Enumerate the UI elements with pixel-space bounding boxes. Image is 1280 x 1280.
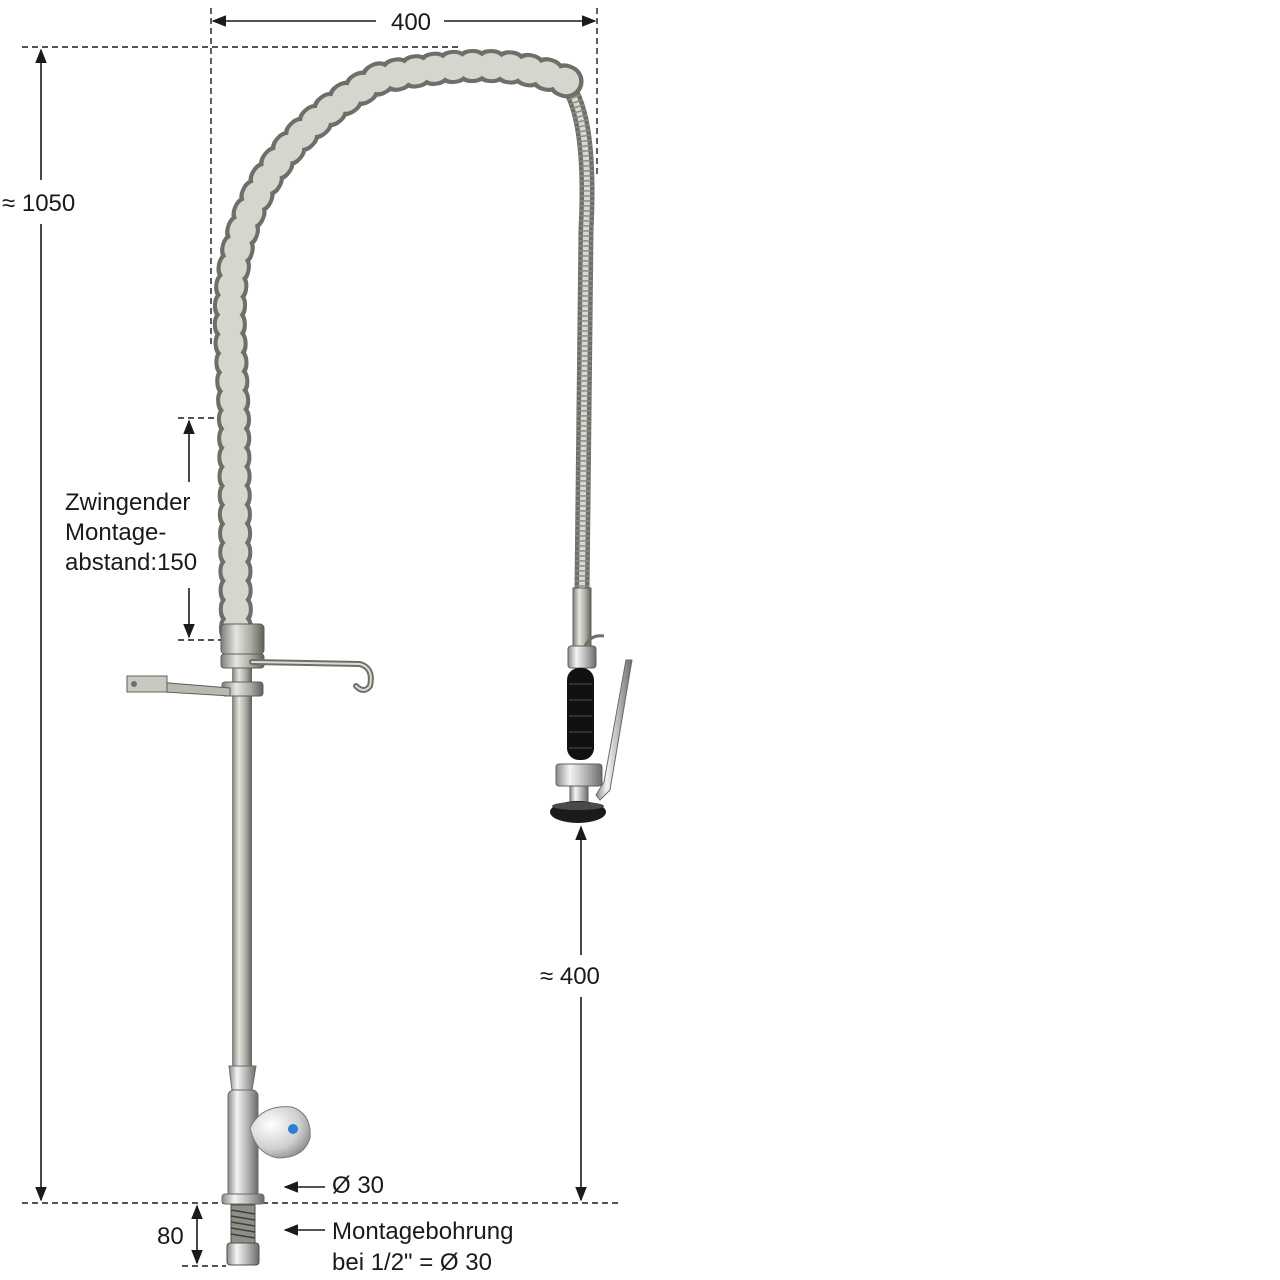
width-label: 400 xyxy=(391,9,431,36)
spray-trigger-lever xyxy=(595,659,633,801)
spray-handle-grip xyxy=(567,668,594,760)
spray-valve-body xyxy=(555,763,603,787)
valve-knob xyxy=(249,1106,311,1159)
valve-neck xyxy=(228,1065,257,1091)
thread-lines xyxy=(230,1209,256,1239)
height-label: ≈ 1050 xyxy=(2,190,75,217)
spray-height-label: ≈ 400 xyxy=(540,963,600,990)
mounting-hole-line-1: Montagebohrung xyxy=(332,1218,513,1245)
spring-coil-highlight xyxy=(216,52,581,643)
mounting-distance-line-2: Montage- xyxy=(65,519,166,546)
valve-body xyxy=(227,1089,259,1199)
mounting-distance-line-3: abstand:150 xyxy=(65,549,197,576)
wall-bracket-screw-icon xyxy=(131,681,137,687)
spring-collar xyxy=(220,623,265,655)
wall-bracket-plate xyxy=(126,675,168,693)
pre-rinse-faucet xyxy=(126,48,633,1266)
spray-holder-hook xyxy=(249,659,374,693)
main-pipe xyxy=(232,640,252,1090)
mounting-distance-line-1: Zwingender xyxy=(65,489,190,516)
spray-grip-ribs xyxy=(569,683,592,749)
spray-holder-hook-highlight xyxy=(251,661,372,691)
valve-base-flange xyxy=(221,1193,265,1205)
pipe-diameter-label: Ø 30 xyxy=(332,1172,384,1199)
spray-nozzle-rim xyxy=(552,802,604,810)
thread-length-label: 80 xyxy=(157,1223,184,1250)
spray-handle-collar xyxy=(567,645,597,669)
valve-knob-cold-dot-icon xyxy=(288,1124,298,1134)
mounting-hole-line-2: bei 1/2" = Ø 30 xyxy=(332,1249,492,1276)
dimension-lines xyxy=(22,8,620,1267)
locknut xyxy=(226,1242,260,1266)
spray-head-ferrule xyxy=(572,587,592,647)
dimension-labels: 400 ≈ 1050 ≈ 400 Ø 30 80 Zwingender Mont… xyxy=(2,9,600,1276)
